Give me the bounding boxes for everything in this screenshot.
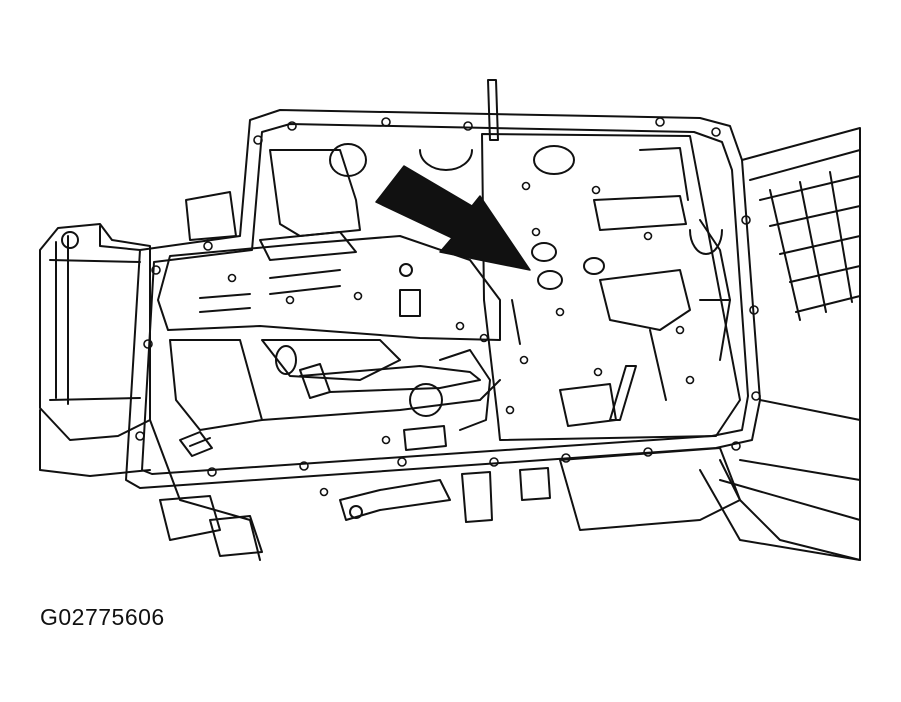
separator-plate [482,134,740,440]
transmission-valve-body-illustration [0,0,901,600]
bottom-components [160,448,740,556]
left-case-extension [40,224,260,560]
bolt-holes [136,118,760,496]
upper-pockets [186,144,472,260]
oil-pan-rim [126,110,760,488]
pointer-arrow [376,166,530,270]
right-case-casting [700,128,860,560]
linkage-assembly [170,340,500,456]
dowel-pin [488,80,498,140]
lower-valve-body-plate [158,236,500,340]
guide-pin [610,366,636,420]
figure-id-label: G02775606 [40,604,165,630]
